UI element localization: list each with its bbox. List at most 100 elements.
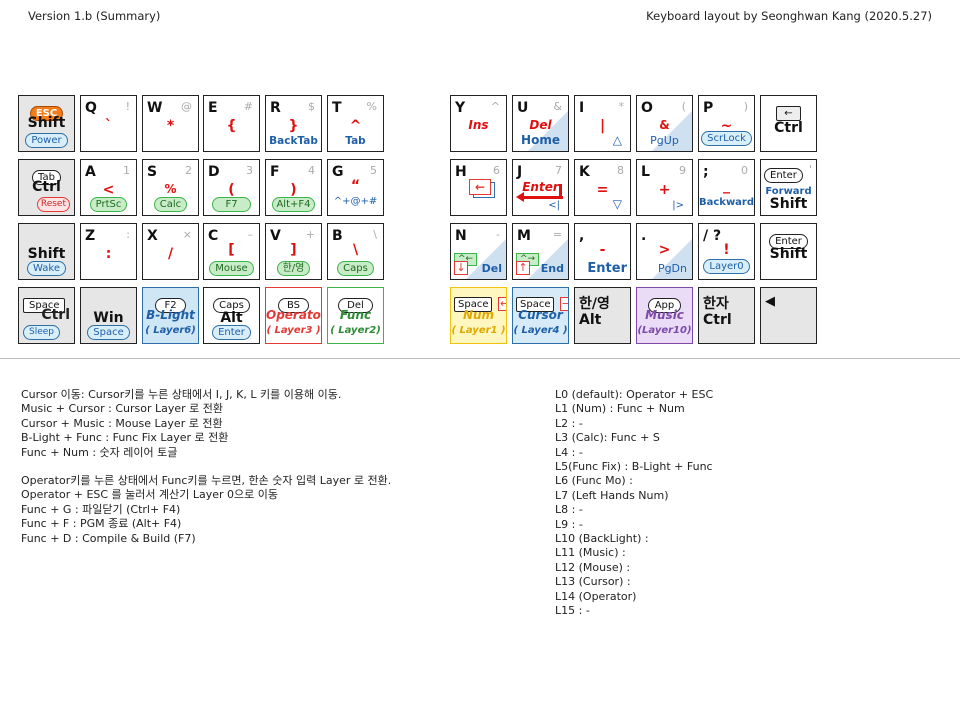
key-s[interactable]: S 2 % Calc — [142, 159, 199, 216]
key-period[interactable]: . > PgDn — [636, 223, 693, 280]
key-j[interactable]: J 7 Enter <| — [512, 159, 569, 216]
key-e-main: E — [208, 100, 218, 116]
key-u-blue: Home — [521, 133, 560, 147]
key-slash[interactable]: / ? ! Layer0 — [698, 223, 755, 280]
key-x[interactable]: X × / — [142, 223, 199, 280]
key-win[interactable]: Win Space — [80, 287, 137, 344]
key-k[interactable]: K 8 = ▽ — [574, 159, 631, 216]
key-y[interactable]: Y ^ Ins — [450, 95, 507, 152]
key-r[interactable]: R $ } BackTab — [265, 95, 322, 152]
key-w[interactable]: W @ * — [142, 95, 199, 152]
key-hanja-ctrl[interactable]: 한자 Ctrl — [698, 287, 755, 344]
key-caps-alt[interactable]: Caps Alt Enter — [203, 287, 260, 344]
key-t-blue: Tab — [345, 135, 366, 147]
key-shift-wake[interactable]: Shift Wake — [18, 223, 75, 280]
forward-label: Forward — [765, 186, 812, 197]
key-o-red: & — [659, 118, 670, 132]
key-b[interactable]: B \ \ Caps — [327, 223, 384, 280]
prtsc-label: PrtSc — [89, 197, 128, 212]
key-e-shift: # — [243, 100, 253, 113]
key-enter-shift[interactable]: Enter ' Forward Shift — [760, 159, 817, 216]
ctrl-label-3: Ctrl — [41, 307, 70, 323]
key-g[interactable]: G 5 “ ^+@+# — [327, 159, 384, 216]
key-o[interactable]: O ( & PgUp — [636, 95, 693, 152]
key-w-red: * — [166, 118, 175, 134]
layer-line: L2 : - — [555, 416, 583, 430]
key-backspace-ctrl[interactable]: ← Ctrl — [760, 95, 817, 152]
enter-sub-label: Enter — [212, 325, 251, 340]
note-gap — [21, 460, 391, 474]
f2-label: F2 — [155, 298, 186, 313]
key-hanyoung-alt[interactable]: 한/영 Alt — [574, 287, 631, 344]
enter-arrow-head — [516, 192, 524, 202]
key-left-arrow[interactable]: ◀ — [760, 287, 817, 344]
key-m-main: M — [517, 228, 531, 244]
hanyoung-label: 한/영 — [276, 261, 311, 276]
key-u-shift: & — [553, 100, 562, 113]
key-g-blue: ^+@+# — [333, 196, 378, 207]
key-operator[interactable]: BS Operator ( Layer3 ) — [265, 287, 322, 344]
key-num[interactable]: Space ← Num ( Layer1 ) — [450, 287, 507, 344]
key-semicolon[interactable]: ; 0 _ Backward — [698, 159, 755, 216]
prev-icon: <| — [548, 200, 560, 211]
key-e[interactable]: E # { — [203, 95, 260, 152]
key-v[interactable]: V + ] 한/영 — [265, 223, 322, 280]
key-r-red: } — [288, 118, 299, 134]
key-z-shift: : — [126, 228, 130, 241]
key-m-blue: End — [540, 262, 564, 275]
music-label: Music — [645, 308, 684, 322]
layer-line: L6 (Func Mo) : — [555, 474, 633, 488]
note-line: Func + D : Compile & Build (F7) — [21, 531, 196, 545]
key-l-red: + — [658, 182, 671, 198]
key-c[interactable]: C – [ Mouse — [203, 223, 260, 280]
key-e-red: { — [226, 118, 237, 134]
key-cursor[interactable]: Space → Cursor ( Layer4 ) — [512, 287, 569, 344]
key-shift-esc[interactable]: ESC Shift Power — [18, 95, 75, 152]
key-z[interactable]: Z : : — [80, 223, 137, 280]
key-n[interactable]: N - ^← ↓ Del — [450, 223, 507, 280]
key-l[interactable]: L 9 + |> — [636, 159, 693, 216]
key-a-red: < — [102, 182, 115, 198]
key-space-ctrl[interactable]: Space Ctrl Sleep — [18, 287, 75, 344]
key-u[interactable]: U & Del Home — [512, 95, 569, 152]
key-semicolon-main: ; — [703, 164, 709, 180]
key-s-red: % — [164, 182, 177, 196]
key-p[interactable]: P ) ~ ScrLock — [698, 95, 755, 152]
key-q[interactable]: Q ! ` — [80, 95, 137, 152]
alt-label: Alt — [220, 310, 243, 326]
shift-label-3: Shift — [27, 246, 66, 262]
space-sub-label: Space — [87, 325, 130, 340]
key-music[interactable]: App Music (Layer10) — [636, 287, 693, 344]
left-triangle-icon: ◀ — [765, 294, 775, 309]
key-tab-ctrl[interactable]: Tab Ctrl Reset — [18, 159, 75, 216]
esc-label: ESC — [29, 106, 64, 121]
win-label: Win — [93, 310, 124, 326]
enter-label-2: Enter — [769, 234, 808, 249]
key-f[interactable]: F 4 ) Alt+F4 — [265, 159, 322, 216]
key-k-red: = — [596, 182, 609, 198]
layer-line: L9 : - — [555, 517, 583, 531]
note-line: Func + G : 파일닫기 (Ctrl+ F4) — [21, 502, 181, 516]
func-label: Func — [339, 308, 372, 322]
layer-line: L0 (default): Operator + ESC — [555, 388, 714, 401]
key-q-main: Q — [85, 100, 97, 116]
key-m-shift: = — [552, 228, 562, 241]
key-b-shift: \ — [373, 228, 377, 241]
key-v-red: ] — [290, 242, 297, 258]
key-func[interactable]: Del Func ( Layer2) — [327, 287, 384, 344]
key-comma[interactable]: , - Enter — [574, 223, 631, 280]
key-i[interactable]: I * | △ — [574, 95, 631, 152]
backspace-arrow-icon: ← — [776, 106, 801, 121]
key-d[interactable]: D 3 ( F7 — [203, 159, 260, 216]
key-a[interactable]: A 1 < PrtSc — [80, 159, 137, 216]
key-h[interactable]: H 6 ← — [450, 159, 507, 216]
key-t[interactable]: T % ^ Tab — [327, 95, 384, 152]
key-d-shift: 3 — [246, 164, 253, 177]
key-i-red: | — [599, 118, 606, 134]
key-enter-shift-2[interactable]: Enter Shift — [760, 223, 817, 280]
key-m[interactable]: M = ^→ ↑ End — [512, 223, 569, 280]
key-blight[interactable]: F2 B-Light ( Layer6) — [142, 287, 199, 344]
key-period-shade — [652, 239, 692, 279]
layer-line: L13 (Cursor) : — [555, 575, 631, 589]
key-h-shift: 6 — [493, 164, 500, 177]
